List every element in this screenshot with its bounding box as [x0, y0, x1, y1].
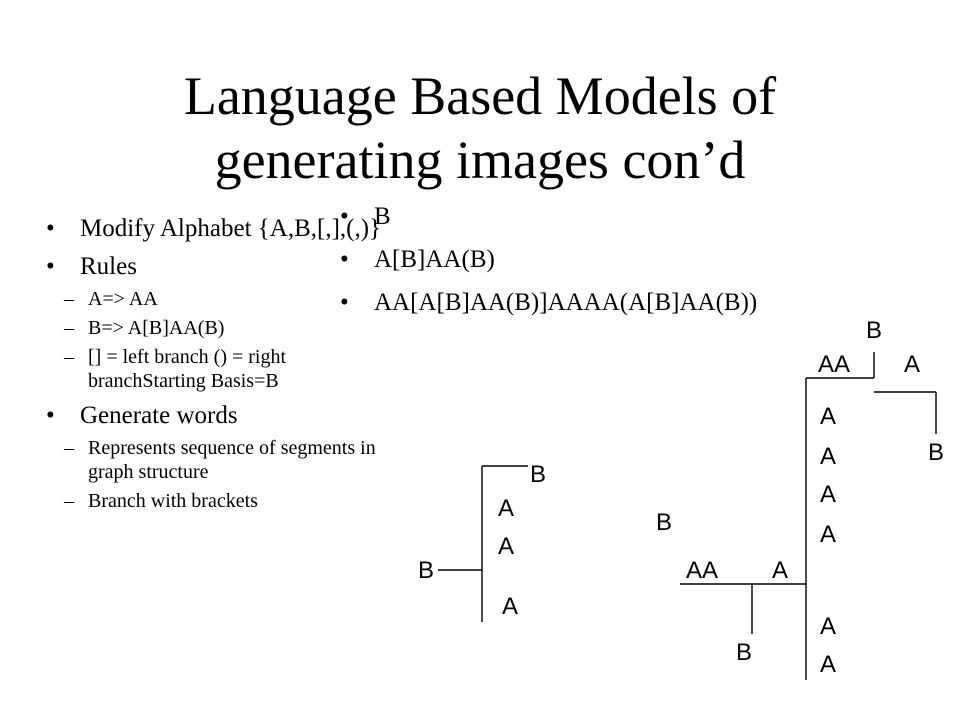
bullet-text: Rules — [80, 253, 137, 280]
tree-label: B — [418, 557, 434, 584]
sub-bullet-brackets: – Branch with brackets — [46, 489, 386, 513]
word-text: AA[A[B]AA(B)]AAAA(A[B]AA(B)) — [374, 289, 758, 316]
dash-icon: – — [64, 437, 74, 459]
small-branch-tree: B A A B A — [418, 461, 546, 622]
bullet-modify-alphabet: • Modify Alphabet {A,B,[,],(,)} — [46, 214, 386, 244]
tree-label: B — [866, 317, 882, 344]
tree-label: B — [736, 639, 752, 666]
right-bullet-list: • B • A[B]AA(B) • AA[A[B]AA(B)]AAAA(A[B]… — [340, 202, 900, 318]
tree-label: B — [928, 439, 944, 466]
tree-label: B — [656, 509, 672, 536]
bullet-dot-icon: • — [340, 246, 349, 273]
tree-label: A — [772, 557, 788, 584]
large-branch-tree: B AA A B A A A A B AA A B A A — [656, 317, 944, 680]
word-iteration-2: • AA[A[B]AA(B)]AAAA(A[B]AA(B)) — [340, 288, 900, 318]
bullet-generate-words: • Generate words — [46, 401, 386, 431]
sub-bullet-text: B=> A[B]AA(B) — [88, 317, 225, 339]
title-line-1: Language Based Models of — [183, 66, 777, 126]
bullet-dot-icon: • — [46, 402, 55, 429]
tree-label: B — [530, 461, 546, 488]
bullet-dot-icon: • — [340, 203, 349, 230]
dash-icon: – — [64, 346, 74, 368]
tree-label: A — [498, 533, 514, 560]
word-iteration-0: • B — [340, 202, 900, 232]
sub-bullet-branch-rule: – [] = left branch () = right branchStar… — [46, 345, 386, 393]
word-text: A[B]AA(B) — [374, 246, 495, 273]
tree-label: A — [904, 351, 920, 378]
dash-icon: – — [64, 490, 74, 512]
word-iteration-1: • A[B]AA(B) — [340, 245, 900, 275]
sub-bullet-rule-b: – B=> A[B]AA(B) — [46, 316, 386, 340]
sub-bullet-text: Represents sequence of segments in graph… — [88, 437, 376, 483]
sub-bullet-text: A=> AA — [88, 288, 158, 310]
tree-label: A — [820, 613, 836, 640]
tree-label: AA — [818, 351, 850, 378]
tree-label: A — [820, 443, 836, 470]
tree-label: A — [820, 651, 836, 678]
bullet-dot-icon: • — [46, 215, 55, 242]
tree-label: A — [820, 403, 836, 430]
tree-label: A — [498, 495, 514, 522]
tree-label: AA — [686, 557, 718, 584]
tree-label: A — [820, 481, 836, 508]
bullet-dot-icon: • — [340, 289, 349, 316]
left-bullet-list: • Modify Alphabet {A,B,[,],(,)} • Rules … — [46, 214, 386, 513]
dash-icon: – — [64, 288, 74, 310]
tree-label: A — [820, 521, 836, 548]
sub-bullet-text: Branch with brackets — [88, 490, 258, 512]
slide-title: Language Based Models of generating imag… — [0, 64, 960, 192]
bullet-text: Generate words — [80, 402, 238, 429]
sub-bullet-text: [] = left branch () = right branchStarti… — [88, 346, 287, 392]
bullet-rules: • Rules — [46, 252, 386, 282]
sub-bullet-represents: – Represents sequence of segments in gra… — [46, 436, 386, 484]
word-text: B — [374, 203, 391, 230]
dash-icon: – — [64, 317, 74, 339]
bullet-text: Modify Alphabet {A,B,[,],(,)} — [80, 215, 382, 242]
sub-bullet-rule-a: – A=> AA — [46, 287, 386, 311]
title-line-2: generating images con’d — [214, 130, 746, 190]
bullet-dot-icon: • — [46, 253, 55, 280]
tree-label: A — [502, 593, 518, 620]
